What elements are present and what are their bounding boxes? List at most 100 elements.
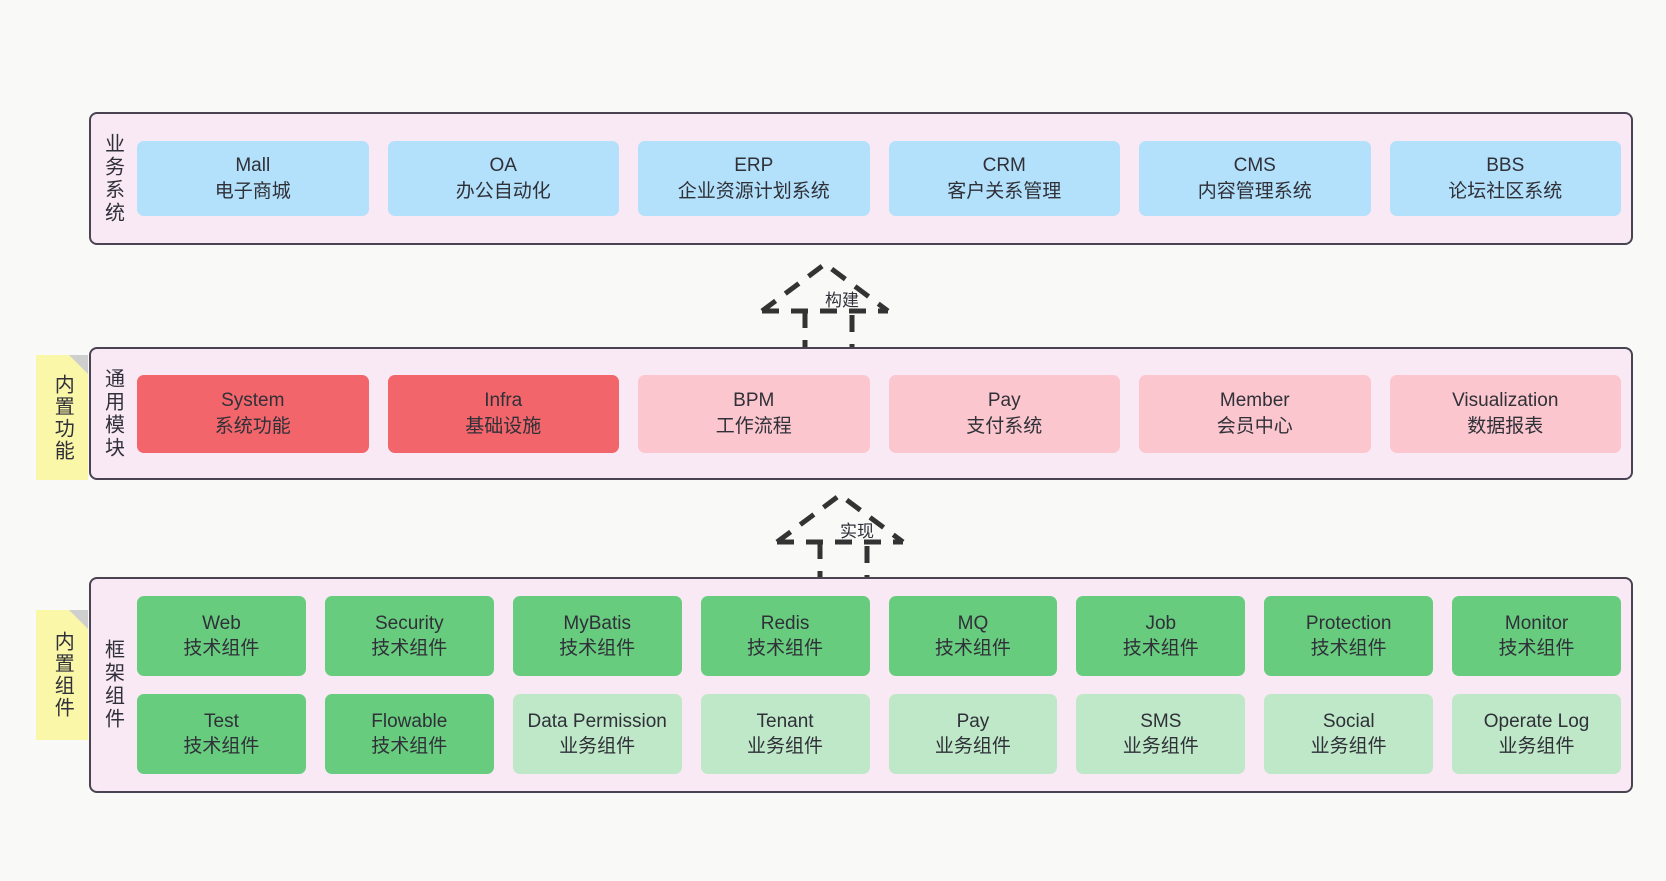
card-title-en: Flowable: [371, 710, 448, 732]
card-flowable[interactable]: Flowable 技术组件: [324, 694, 494, 774]
layer-title-common-modules: 通用模块: [101, 367, 124, 460]
connector-label-build: 构建: [825, 291, 859, 310]
card-title-cn: 会员中心: [1216, 415, 1293, 437]
card-title-cn: 技术组件: [747, 638, 824, 659]
card-title-en: Visualization: [1452, 390, 1559, 412]
layer-framework-components: 框架组件 Web 技术组件 Security 技术组件 MyBatis 技术组件…: [89, 577, 1633, 793]
card-title-en: ERP: [734, 155, 774, 177]
card-crm[interactable]: CRM 客户关系管理: [888, 141, 1120, 216]
card-title-en: Social: [1322, 710, 1375, 732]
card-title-cn: 论坛社区系统: [1448, 180, 1563, 202]
card-title-en: MQ: [957, 612, 989, 634]
sticky-note-builtin-components: 内置组件: [36, 610, 88, 740]
layer-common-modules: 通用模块 System 系统功能 Infra 基础设施 BPM 工作流程 Pay…: [89, 347, 1633, 480]
card-title-cn: 技术组件: [559, 638, 636, 659]
card-bpm[interactable]: BPM 工作流程: [638, 374, 870, 453]
card-title-cn: 技术组件: [1498, 638, 1575, 659]
card-title-en: SMS: [1140, 710, 1182, 732]
card-mall[interactable]: Mall 电子商城: [137, 141, 369, 216]
card-title-en: Test: [204, 710, 239, 732]
card-title-en: MyBatis: [563, 612, 631, 634]
layer-title-framework-components: 框架组件: [101, 639, 124, 731]
card-title-cn: 技术组件: [183, 638, 260, 659]
card-mybatis[interactable]: MyBatis 技术组件: [512, 596, 682, 676]
card-title-cn: 电子商城: [214, 180, 291, 202]
card-title-cn: 业务组件: [1498, 736, 1575, 757]
card-title-cn: 技术组件: [934, 638, 1011, 659]
card-bbs[interactable]: BBS 论坛社区系统: [1389, 141, 1621, 216]
card-row: System 系统功能 Infra 基础设施 BPM 工作流程 Pay 支付系统…: [137, 374, 1621, 453]
card-row: Mall 电子商城 OA 办公自动化 ERP 企业资源计划系统 CRM 客户关系…: [137, 141, 1621, 216]
card-title-en: BPM: [733, 390, 775, 412]
card-title-en: Pay: [956, 710, 990, 732]
card-title-cn: 支付系统: [966, 415, 1043, 437]
card-title-en: Monitor: [1504, 612, 1569, 634]
layer-body-framework-components: Web 技术组件 Security 技术组件 MyBatis 技术组件 Redi…: [133, 579, 1631, 791]
card-visualization[interactable]: Visualization 数据报表: [1389, 374, 1621, 453]
card-cms[interactable]: CMS 内容管理系统: [1139, 141, 1371, 216]
card-title-cn: 技术组件: [371, 638, 448, 659]
layer-business-systems: 业务系统 Mall 电子商城 OA 办公自动化 ERP 企业资源计划系统 CRM…: [89, 112, 1633, 245]
sticky-note-builtin-features: 内置功能: [36, 355, 88, 480]
card-title-cn: 工作流程: [715, 415, 792, 437]
connector-label-realize: 实现: [840, 522, 874, 541]
card-row: Web 技术组件 Security 技术组件 MyBatis 技术组件 Redi…: [137, 596, 1621, 676]
card-title-en: OA: [489, 155, 517, 177]
card-mq[interactable]: MQ 技术组件: [888, 596, 1058, 676]
card-tenant[interactable]: Tenant 业务组件: [700, 694, 870, 774]
card-title-en: Security: [374, 612, 444, 634]
card-title-cn: 技术组件: [183, 736, 260, 757]
card-title-cn: 企业资源计划系统: [677, 180, 830, 202]
card-title-en: Redis: [760, 612, 810, 634]
card-title-en: Data Permission: [527, 710, 667, 732]
card-title-cn: 业务组件: [747, 736, 824, 757]
card-title-cn: 业务组件: [559, 736, 636, 757]
card-title-cn: 基础设施: [465, 415, 542, 437]
card-system[interactable]: System 系统功能: [137, 374, 369, 453]
card-title-cn: 技术组件: [371, 736, 448, 757]
card-title-en: Tenant: [756, 710, 814, 732]
card-protection[interactable]: Protection 技术组件: [1264, 596, 1434, 676]
card-row: Test 技术组件 Flowable 技术组件 Data Permission …: [137, 694, 1621, 774]
card-erp[interactable]: ERP 企业资源计划系统: [638, 141, 870, 216]
card-title-cn: 数据报表: [1467, 415, 1544, 437]
card-member[interactable]: Member 会员中心: [1139, 374, 1371, 453]
card-title-en: Mall: [235, 155, 271, 177]
card-title-en: Infra: [484, 390, 523, 412]
card-data-permission[interactable]: Data Permission 业务组件: [512, 694, 682, 774]
card-title-cn: 办公自动化: [455, 180, 551, 202]
card-title-cn: 内容管理系统: [1197, 180, 1312, 202]
card-title-en: Member: [1219, 390, 1290, 412]
card-job[interactable]: Job 技术组件: [1076, 596, 1246, 676]
layer-body-business-systems: Mall 电子商城 OA 办公自动化 ERP 企业资源计划系统 CRM 客户关系…: [133, 114, 1631, 243]
card-redis[interactable]: Redis 技术组件: [700, 596, 870, 676]
card-title-cn: 业务组件: [934, 736, 1011, 757]
card-title-en: CMS: [1233, 155, 1276, 177]
card-monitor[interactable]: Monitor 技术组件: [1452, 596, 1621, 676]
card-title-en: Job: [1145, 612, 1177, 634]
card-title-en: BBS: [1486, 155, 1525, 177]
card-infra[interactable]: Infra 基础设施: [387, 374, 619, 453]
card-web[interactable]: Web 技术组件: [137, 596, 306, 676]
card-operate-log[interactable]: Operate Log 业务组件: [1452, 694, 1621, 774]
card-title-en: Pay: [987, 390, 1021, 412]
layer-body-common-modules: System 系统功能 Infra 基础设施 BPM 工作流程 Pay 支付系统…: [133, 349, 1631, 478]
card-title-cn: 业务组件: [1122, 736, 1199, 757]
card-sms[interactable]: SMS 业务组件: [1076, 694, 1246, 774]
card-title-cn: 业务组件: [1310, 736, 1387, 757]
card-title-cn: 系统功能: [214, 415, 291, 437]
card-title-en: Web: [202, 612, 241, 634]
card-title-en: System: [221, 390, 285, 412]
card-social[interactable]: Social 业务组件: [1264, 694, 1434, 774]
card-title-cn: 技术组件: [1310, 638, 1387, 659]
card-oa[interactable]: OA 办公自动化: [387, 141, 619, 216]
card-pay-module[interactable]: Pay 支付系统: [888, 374, 1120, 453]
card-test[interactable]: Test 技术组件: [137, 694, 306, 774]
card-title-cn: 技术组件: [1122, 638, 1199, 659]
card-security[interactable]: Security 技术组件: [324, 596, 494, 676]
card-title-en: Protection: [1305, 612, 1392, 634]
card-title-cn: 客户关系管理: [947, 180, 1062, 202]
card-pay-component[interactable]: Pay 业务组件: [888, 694, 1058, 774]
card-title-en: Operate Log: [1483, 710, 1590, 732]
